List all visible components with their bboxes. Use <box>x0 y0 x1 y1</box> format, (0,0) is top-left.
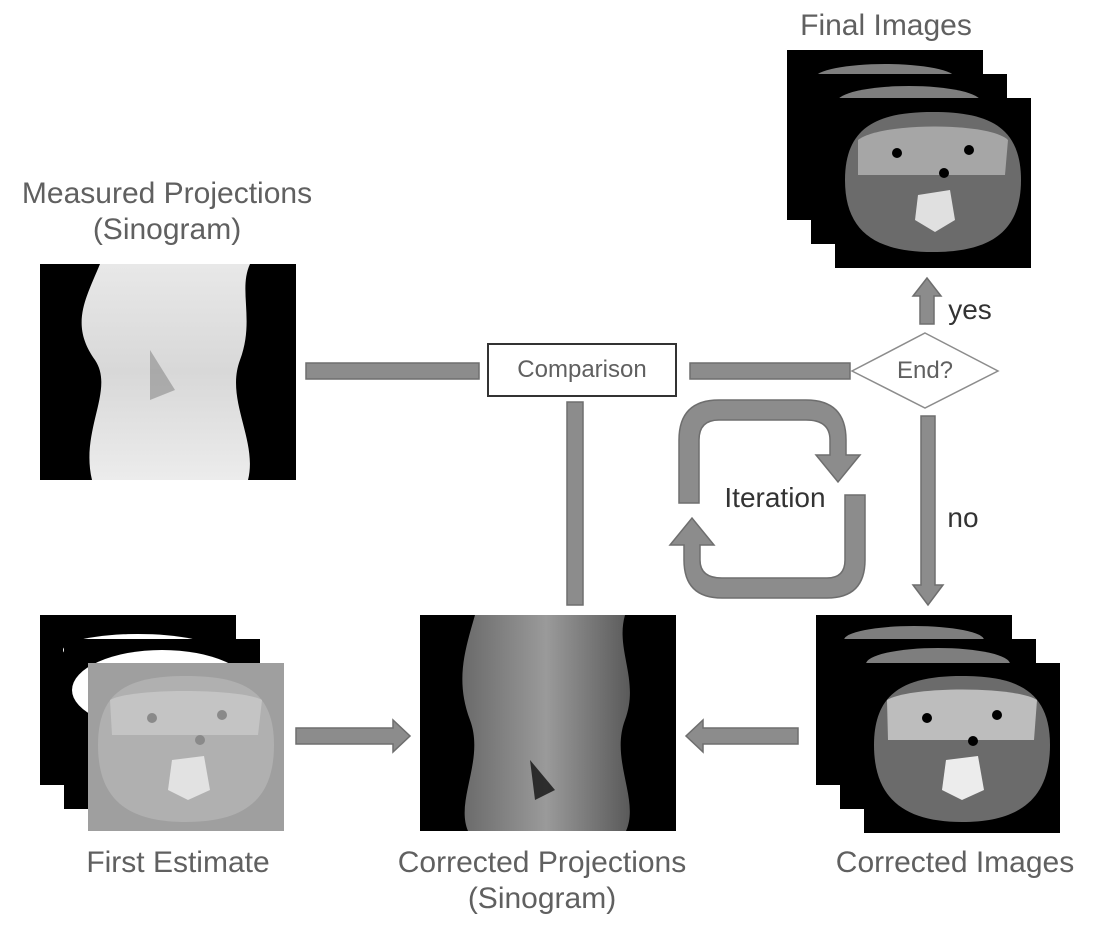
comparison-box: Comparison <box>487 343 677 397</box>
final-image-front <box>845 112 1021 252</box>
final-images-stack <box>787 50 1031 268</box>
end-label: End? <box>896 357 954 384</box>
arrow-no <box>911 415 945 607</box>
bar-measured-to-comparison <box>305 362 480 380</box>
end-decision-diamond <box>850 332 1000 409</box>
iteration-label: Iteration <box>724 482 826 513</box>
iteration-arrow-bottom <box>668 494 866 599</box>
measured-sinogram <box>40 264 296 480</box>
corrected-sinogram <box>420 615 676 831</box>
bar-comparison-to-corrected-proj <box>566 401 584 606</box>
corrected-projections-line1: Corrected Projections <box>397 846 687 879</box>
corrected-images-stack <box>816 615 1060 833</box>
arrow-images-to-proj <box>684 718 799 754</box>
first-estimate-label: First Estimate <box>86 846 270 879</box>
connectors <box>295 276 945 754</box>
corrected-image-front <box>874 676 1050 822</box>
no-label: no <box>947 502 979 533</box>
corrected-projections-line2: (Sinogram) <box>467 882 617 915</box>
arrow-first-to-proj <box>295 718 412 754</box>
measured-projections-label: Measured Projections (Sinogram) <box>0 176 334 248</box>
corrected-projections-label: Corrected Projections (Sinogram) <box>372 845 712 917</box>
first-estimate-stack <box>40 615 284 831</box>
measured-projections-line1: Measured Projections <box>21 177 313 210</box>
iteration-arrow-top <box>678 399 862 504</box>
comparison-label: Comparison <box>517 356 647 383</box>
yes-label: yes <box>948 294 992 325</box>
bar-comparison-to-end <box>689 362 851 380</box>
final-images-label: Final Images <box>800 9 972 42</box>
arrow-yes <box>911 276 943 325</box>
measured-projections-line2: (Sinogram) <box>92 213 242 246</box>
corrected-images-label: Corrected Images <box>835 846 1075 879</box>
first-estimate-front <box>98 676 274 822</box>
